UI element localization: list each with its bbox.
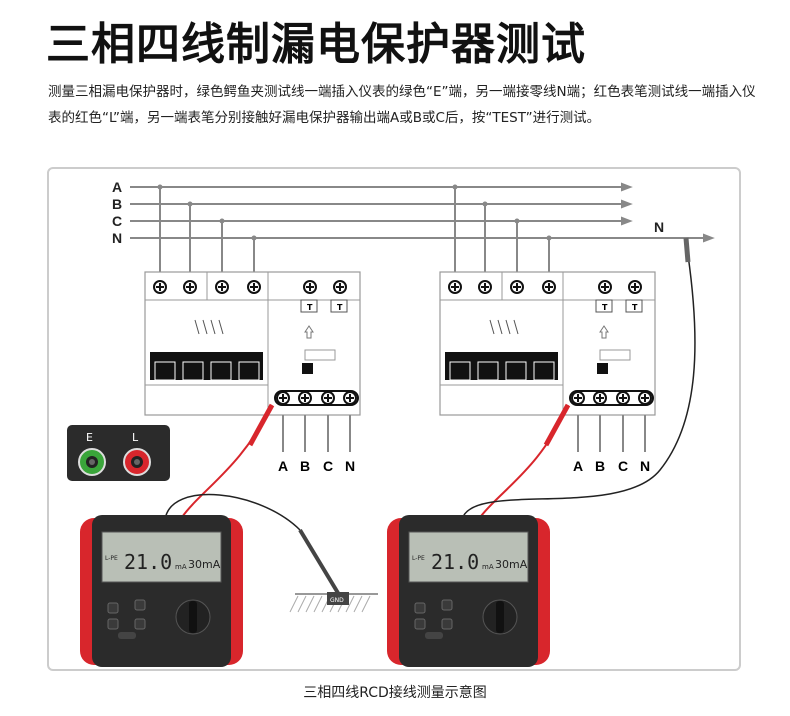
svg-text:T: T (307, 303, 313, 312)
arrow-up-icon (599, 325, 609, 339)
svg-text:T: T (632, 303, 638, 312)
output-label: N (640, 458, 650, 474)
ground-probe (298, 528, 340, 595)
bus-label: A (112, 179, 122, 195)
output-label: B (300, 458, 310, 474)
output-terminal-bar (274, 390, 359, 406)
lcd-display (101, 531, 222, 583)
black-test-lead (164, 493, 301, 531)
button[interactable] (107, 618, 119, 630)
indicator (302, 363, 313, 374)
test-button[interactable] (118, 632, 136, 639)
test-button[interactable] (425, 632, 443, 639)
unit: mA (482, 563, 494, 571)
button[interactable] (441, 618, 453, 630)
output-label: A (278, 458, 288, 474)
socket-label-e: E (86, 431, 93, 444)
diagram-frame (47, 167, 741, 671)
page-title: 三相四线制漏电保护器测试 (46, 19, 586, 70)
button[interactable] (414, 602, 426, 614)
n-clip (683, 237, 691, 263)
rated-current: 30mA (495, 558, 528, 571)
arrow-icon (621, 216, 633, 226)
output-label: C (618, 458, 628, 474)
unit: mA (175, 563, 187, 571)
indicator (597, 363, 608, 374)
svg-text:T: T (602, 303, 608, 312)
socket-label-l: L (132, 431, 139, 444)
bus-label: C (112, 213, 122, 229)
button[interactable] (441, 599, 453, 611)
button[interactable] (134, 618, 146, 630)
arrow-icon (703, 233, 715, 243)
output-label: N (345, 458, 355, 474)
button[interactable] (414, 618, 426, 630)
n-label: N (654, 219, 664, 235)
svg-text:T: T (337, 303, 343, 312)
gnd-box (327, 592, 349, 605)
output-label: A (573, 458, 583, 474)
reading: 21.0 (431, 550, 479, 574)
bus-label: N (112, 230, 122, 246)
arrow-icon (621, 199, 633, 209)
output-label: C (323, 458, 333, 474)
black-test-lead-2 (461, 254, 696, 521)
button[interactable] (134, 599, 146, 611)
arrow-icon (621, 182, 633, 192)
bus-label: B (112, 196, 122, 212)
output-terminal-bar (569, 390, 654, 406)
reading: 21.0 (124, 550, 172, 574)
diagram-caption: 三相四线RCD接线测量示意图 (303, 685, 487, 701)
red-probe (247, 403, 275, 447)
arrow-up-icon (304, 325, 314, 339)
red-probe-2 (543, 403, 571, 447)
red-test-lead (179, 404, 273, 521)
mode-label: L-PE (412, 555, 425, 562)
lcd-display (408, 531, 529, 583)
button[interactable] (107, 602, 119, 614)
mode-label: L-PE (105, 555, 118, 562)
description: 测量三相漏电保护器时，绿色鳄鱼夹测试线一端插入仪表的绿色“E”端，另一端接零线N… (48, 84, 756, 126)
bus-lines (130, 182, 715, 243)
output-label: B (595, 458, 605, 474)
rated-current: 30mA (188, 558, 221, 571)
gnd-label: GND (330, 597, 344, 604)
